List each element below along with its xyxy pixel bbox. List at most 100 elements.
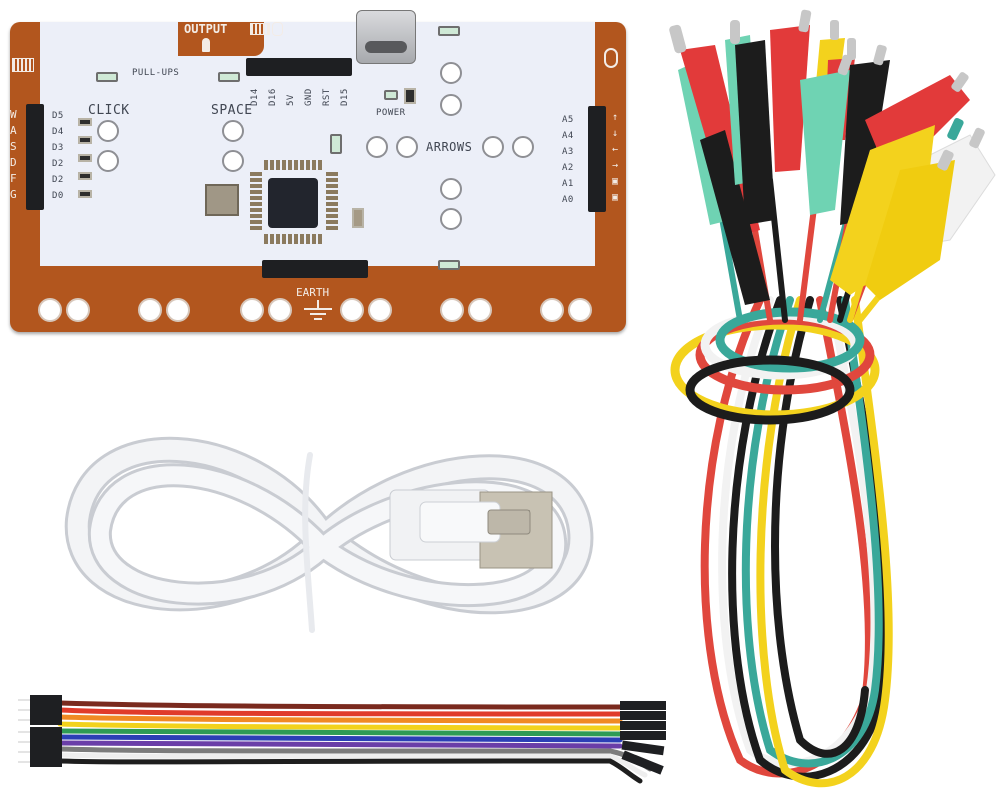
left-pad-2 xyxy=(396,136,418,158)
click-pad-top xyxy=(97,120,119,142)
usb-c-port xyxy=(356,10,416,64)
touch-controller-board: OUTPUT D14 D16 5V GND RST D15 PULL-UPS W… xyxy=(0,0,640,340)
key-label: D xyxy=(10,156,17,169)
alligator-clips xyxy=(669,9,996,305)
pin-label: D16 xyxy=(268,88,278,106)
earth-pad xyxy=(38,298,62,322)
status-led-top xyxy=(438,26,460,36)
smd-resistor xyxy=(78,118,92,126)
status-led-bottom xyxy=(438,260,460,270)
earth-pad xyxy=(268,298,292,322)
pin-label: A2 xyxy=(562,163,574,173)
up-pad-bottom xyxy=(440,94,462,116)
output-label: OUTPUT xyxy=(184,22,228,36)
power-led xyxy=(384,90,398,100)
smd-resistor xyxy=(78,172,92,180)
mouse-left-icon: ▣ xyxy=(612,176,619,187)
right-edge-icons: ↑ ↓ ← → ▣ ▣ xyxy=(612,112,618,204)
mouse-icon xyxy=(272,22,283,36)
microcontroller-chip xyxy=(268,178,318,228)
pin-label: A1 xyxy=(562,179,574,189)
key-label: A xyxy=(10,124,17,137)
pin-label: D4 xyxy=(52,127,64,137)
space-pad-bottom xyxy=(222,150,244,172)
space-label: SPACE xyxy=(211,103,253,118)
pin-label: A3 xyxy=(562,147,574,157)
bottom-pin-header xyxy=(262,260,368,278)
pullup-led-left xyxy=(96,72,118,82)
smd-resistor xyxy=(78,136,92,144)
left-pin-labels: D5 D4 D3 D2 D2 D0 xyxy=(52,110,64,203)
earth-pad xyxy=(138,298,162,322)
arrow-left-icon: ← xyxy=(612,144,619,155)
pin-label: GND xyxy=(304,88,314,106)
key-label: F xyxy=(10,172,17,185)
keyboard-icon xyxy=(12,58,34,72)
keyboard-icon xyxy=(250,23,270,35)
left-pin-header xyxy=(26,104,44,210)
up-pad-top xyxy=(440,62,462,84)
smd-resistor xyxy=(78,190,92,198)
key-label: S xyxy=(10,140,17,153)
pin-label: A0 xyxy=(562,195,574,205)
ground-symbol-icon xyxy=(304,300,332,322)
alligator-clip-leads xyxy=(669,9,996,788)
jumper-wire-ribbon xyxy=(18,695,666,784)
down-pad-bottom xyxy=(440,208,462,230)
space-pad-top xyxy=(222,120,244,142)
right-pin-labels: A5 A4 A3 A2 A1 A0 xyxy=(562,114,574,207)
click-label: CLICK xyxy=(88,103,130,118)
pullup-led-right xyxy=(218,72,240,82)
power-label: POWER xyxy=(376,108,406,118)
usb-c-cable xyxy=(64,437,594,633)
pin-label: D2 xyxy=(52,175,64,185)
crystal-oscillator xyxy=(205,184,239,216)
right-pad-1 xyxy=(482,136,504,158)
earth-pad xyxy=(568,298,592,322)
earth-pad xyxy=(240,298,264,322)
top-pin-header xyxy=(246,58,352,76)
pin-label: D5 xyxy=(52,111,64,121)
usb-c-connector xyxy=(419,501,531,543)
pin-label: 5V xyxy=(286,94,296,106)
down-pad-top xyxy=(440,178,462,200)
pin-label: D0 xyxy=(52,191,64,201)
pin-label: D15 xyxy=(340,88,350,106)
output-silk-area xyxy=(178,22,264,56)
earth-pad xyxy=(166,298,190,322)
arrows-label: ARROWS xyxy=(426,140,473,154)
earth-pad xyxy=(468,298,492,322)
mcu-pins-top xyxy=(264,160,322,170)
earth-pad xyxy=(368,298,392,322)
key-label: W xyxy=(10,108,17,121)
led-output-icon xyxy=(202,38,210,52)
earth-pad xyxy=(540,298,564,322)
pin-label: D2 xyxy=(52,159,64,169)
mouse-icon xyxy=(604,48,618,68)
key-label: G xyxy=(10,188,17,201)
arrow-down-icon: ↓ xyxy=(612,128,619,139)
pin-label: A5 xyxy=(562,115,574,125)
capacitor xyxy=(352,208,364,228)
arrow-right-icon: → xyxy=(612,160,619,171)
top-header-labels: D14 D16 5V GND RST D15 xyxy=(250,80,360,106)
right-pin-header xyxy=(588,106,606,212)
status-led-mid xyxy=(330,134,342,154)
mcu-pins-right xyxy=(326,172,338,230)
pin-label: A4 xyxy=(562,131,574,141)
mcu-pins-left xyxy=(250,172,262,230)
arrow-up-icon: ↑ xyxy=(612,112,619,123)
pull-ups-label: PULL-UPS xyxy=(132,68,180,78)
smd-resistor xyxy=(78,154,92,162)
left-pad-1 xyxy=(366,136,388,158)
pin-label: RST xyxy=(322,88,332,106)
pin-label: D3 xyxy=(52,143,64,153)
click-pad-bottom xyxy=(97,150,119,172)
earth-pad xyxy=(340,298,364,322)
left-key-labels: W A S D F G xyxy=(10,108,17,202)
earth-pad xyxy=(66,298,90,322)
earth-pad xyxy=(440,298,464,322)
mouse-right-icon: ▣ xyxy=(612,192,619,203)
right-pad-2 xyxy=(512,136,534,158)
mcu-pins-bottom xyxy=(264,234,322,244)
